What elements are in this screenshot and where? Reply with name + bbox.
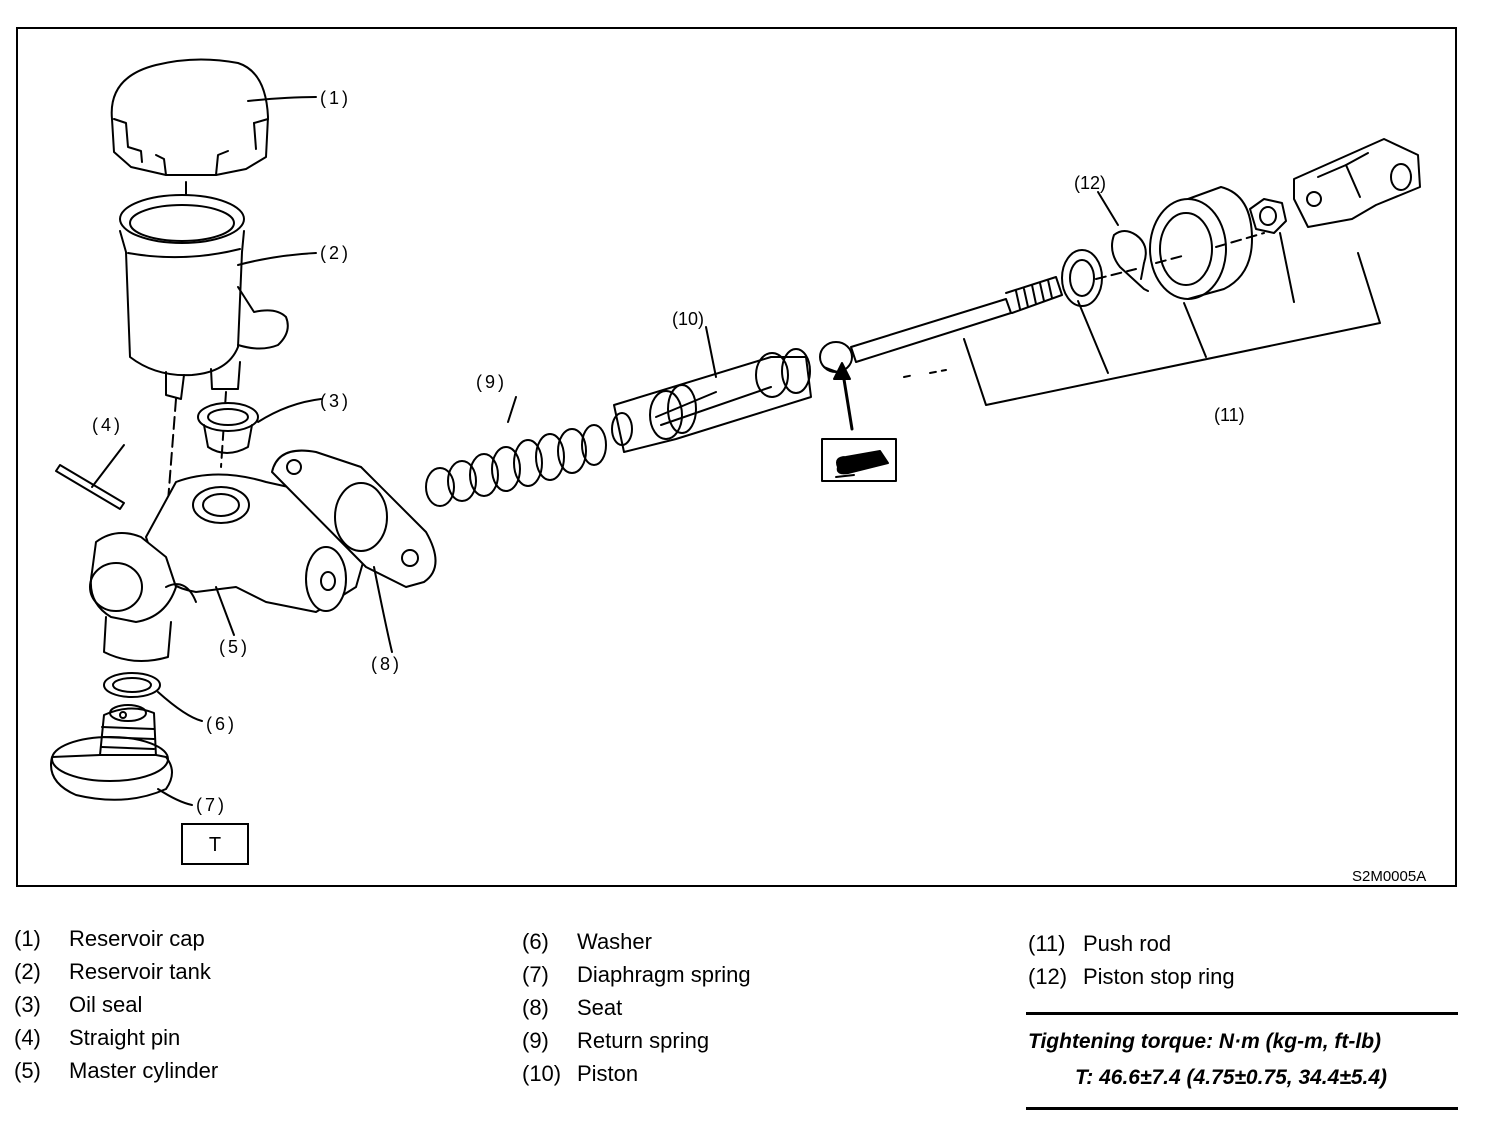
legend-number: (2) — [14, 959, 41, 984]
torque-mark-letter: T — [209, 834, 221, 856]
legend-item: (3) Oil seal — [14, 988, 218, 1021]
callout-3: (3) — [320, 391, 351, 411]
callout-7: (7) — [196, 795, 227, 815]
legend-label: Straight pin — [69, 1025, 181, 1050]
legend-label: Piston — [577, 1061, 639, 1086]
legend-column-2: (6) Washer (7) Diaphragm spring (8) Seat (9… — [522, 925, 751, 1090]
legend-item: (9) Return spring — [522, 1024, 751, 1057]
legend-number: (8) — [522, 995, 549, 1020]
legend-item: (7) Diaphragm spring — [522, 958, 751, 991]
legend-item: (4) Straight pin — [14, 1021, 218, 1054]
torque-title: Tightening torque: N·m (kg-m, ft-lb) — [1028, 1030, 1382, 1053]
legend-number: (9) — [522, 1028, 549, 1053]
legend-label: Master cylinder — [69, 1058, 219, 1083]
legend-item: (6) Washer — [522, 925, 751, 958]
straight-pin-part — [55, 464, 125, 510]
reservoir-cap-part — [110, 58, 269, 176]
callout-4: (4) — [92, 415, 123, 435]
callout-5: (5) — [219, 637, 250, 657]
legend-item: (8) Seat — [522, 991, 751, 1024]
legend-label: Reservoir tank — [69, 959, 211, 984]
legend-number: (7) — [522, 962, 549, 987]
legend-number: (5) — [14, 1058, 41, 1083]
legend-number: (11) — [1028, 931, 1066, 956]
piston-part — [611, 348, 812, 453]
exploded-view-diagram: (1) (2) (3) (4) (5) (6) (7) (8) (9) (10)… — [50, 58, 1421, 865]
callout-2: (2) — [320, 243, 351, 263]
legend-label: Piston stop ring — [1083, 964, 1235, 989]
figure-code: S2M0005A — [1352, 868, 1427, 885]
return-spring-part — [425, 424, 607, 507]
seat-part — [271, 449, 437, 588]
legend-number: (10) — [522, 1061, 562, 1086]
washer-part — [103, 672, 161, 698]
legend-label: Washer — [577, 929, 652, 954]
legend-number: (12) — [1028, 964, 1068, 989]
clevis-part — [1293, 138, 1421, 228]
legend-number: (6) — [522, 929, 549, 954]
push-rod-part — [850, 276, 1063, 363]
legend-item: (2) Reservoir tank — [14, 955, 218, 988]
callout-1: (1) — [320, 88, 351, 108]
legend-column-1: (1) Reservoir cap (2) Reservoir tank (3) Oi… — [14, 922, 218, 1087]
torque-value: T: 46.6±7.4 (4.75±0.75, 34.4±5.4) — [1075, 1066, 1388, 1089]
legend-label: Return spring — [577, 1028, 710, 1053]
legend-number: (1) — [14, 926, 41, 951]
grease-symbol — [821, 362, 897, 482]
callout-12: (12) — [1074, 173, 1106, 193]
legend-label: Reservoir cap — [69, 926, 205, 951]
legend-label: Push rod — [1083, 931, 1172, 956]
legend-number: (3) — [14, 992, 41, 1017]
legend-label: Oil seal — [69, 992, 143, 1017]
legend-number: (4) — [14, 1025, 41, 1050]
legend-label: Seat — [577, 995, 623, 1020]
callout-8: (8) — [371, 654, 402, 674]
legend-item: (5) Master cylinder — [14, 1054, 218, 1087]
oil-seal-part — [197, 402, 259, 454]
diaphragm-spring-part — [50, 704, 173, 801]
boot-part — [1149, 186, 1253, 300]
callout-6: (6) — [206, 714, 237, 734]
legend-item: (12) Piston stop ring — [1028, 960, 1235, 993]
legend-label: Diaphragm spring — [577, 962, 751, 987]
torque-mark-box: T — [181, 823, 249, 865]
diagram-frame — [16, 27, 1457, 887]
legend-item: (11) Push rod — [1028, 927, 1235, 960]
callout-9: (9) — [476, 372, 507, 392]
callout-11: (11) — [1214, 405, 1245, 425]
reservoir-tank-part — [119, 194, 289, 400]
callout-10: (10) — [672, 309, 704, 329]
legend-item: (1) Reservoir cap — [14, 922, 218, 955]
nut-part — [1249, 198, 1287, 234]
torque-spec-box: Tightening torque: N·m (kg-m, ft-lb) T: … — [1026, 1012, 1458, 1110]
legend-item: (10) Piston — [522, 1057, 751, 1090]
legend-column-3: (11) Push rod (12) Piston stop ring — [1028, 927, 1235, 993]
